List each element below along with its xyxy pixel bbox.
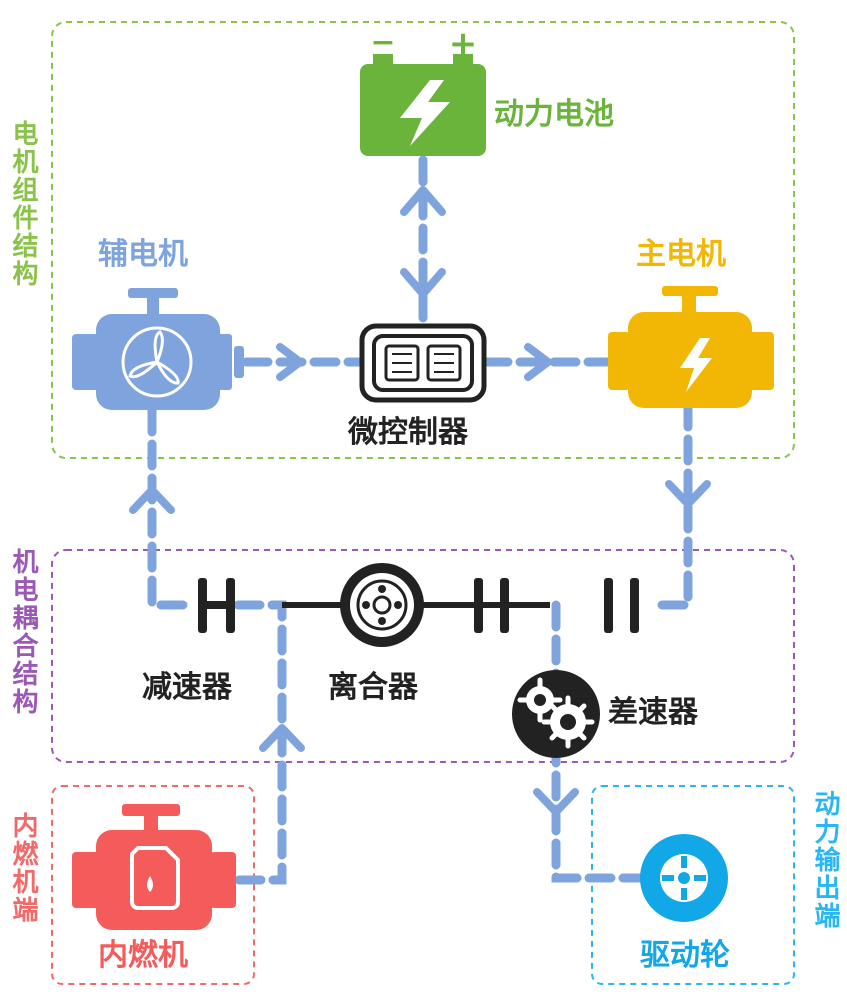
group-box-engine xyxy=(51,785,255,985)
group-box-motor xyxy=(51,21,795,459)
clutch-icon xyxy=(340,563,424,647)
aux-motor-icon xyxy=(72,288,244,410)
reducer-plates-left xyxy=(198,578,235,633)
wheel-label: 驱动轮 xyxy=(640,938,730,973)
aux-motor-label: 辅电机 xyxy=(98,237,188,272)
wheel-icon xyxy=(640,834,728,922)
group-label-coupling: 机电耦合结构 xyxy=(8,548,38,716)
reducer-label: 减速器 xyxy=(142,670,233,705)
arrow-right-main xyxy=(524,343,552,381)
arrow-right-controller xyxy=(276,343,304,381)
differential-icon xyxy=(512,670,600,758)
flow-main-down xyxy=(655,400,693,610)
battery-icon: − + xyxy=(360,24,486,156)
engine-label: 内燃机 xyxy=(98,938,188,973)
group-label-engine: 内燃机端 xyxy=(8,812,38,924)
arrow-up-engine xyxy=(259,724,305,752)
reducer-plates-right xyxy=(604,578,639,633)
svg-text:+: + xyxy=(449,24,478,64)
clutch-label: 离合器 xyxy=(328,670,419,705)
group-box-output xyxy=(591,785,795,985)
engine-icon xyxy=(72,804,236,930)
arrow-down-main xyxy=(665,480,711,508)
arrow-up-battery xyxy=(400,186,446,216)
group-label-motor: 电机组件结构 xyxy=(8,120,38,288)
arrow-down-wheel xyxy=(533,788,579,816)
main-motor-icon xyxy=(608,286,774,408)
battery-label: 动力电池 xyxy=(494,97,614,132)
main-motor-label: 主电机 xyxy=(636,237,726,272)
group-label-output: 动力输出端 xyxy=(810,790,840,930)
svg-text:−: − xyxy=(370,25,395,60)
controller-icon xyxy=(359,323,487,403)
group-box-coupling xyxy=(51,549,795,763)
differential-label: 差速器 xyxy=(608,695,699,730)
controller-label: 微控制器 xyxy=(347,415,469,450)
reducer-plates-mid xyxy=(474,578,509,633)
flow-reducer-engine xyxy=(231,600,287,885)
arrow-down-controller xyxy=(400,268,446,298)
arrow-up-aux xyxy=(129,486,175,514)
flow-aux-down xyxy=(147,405,195,610)
